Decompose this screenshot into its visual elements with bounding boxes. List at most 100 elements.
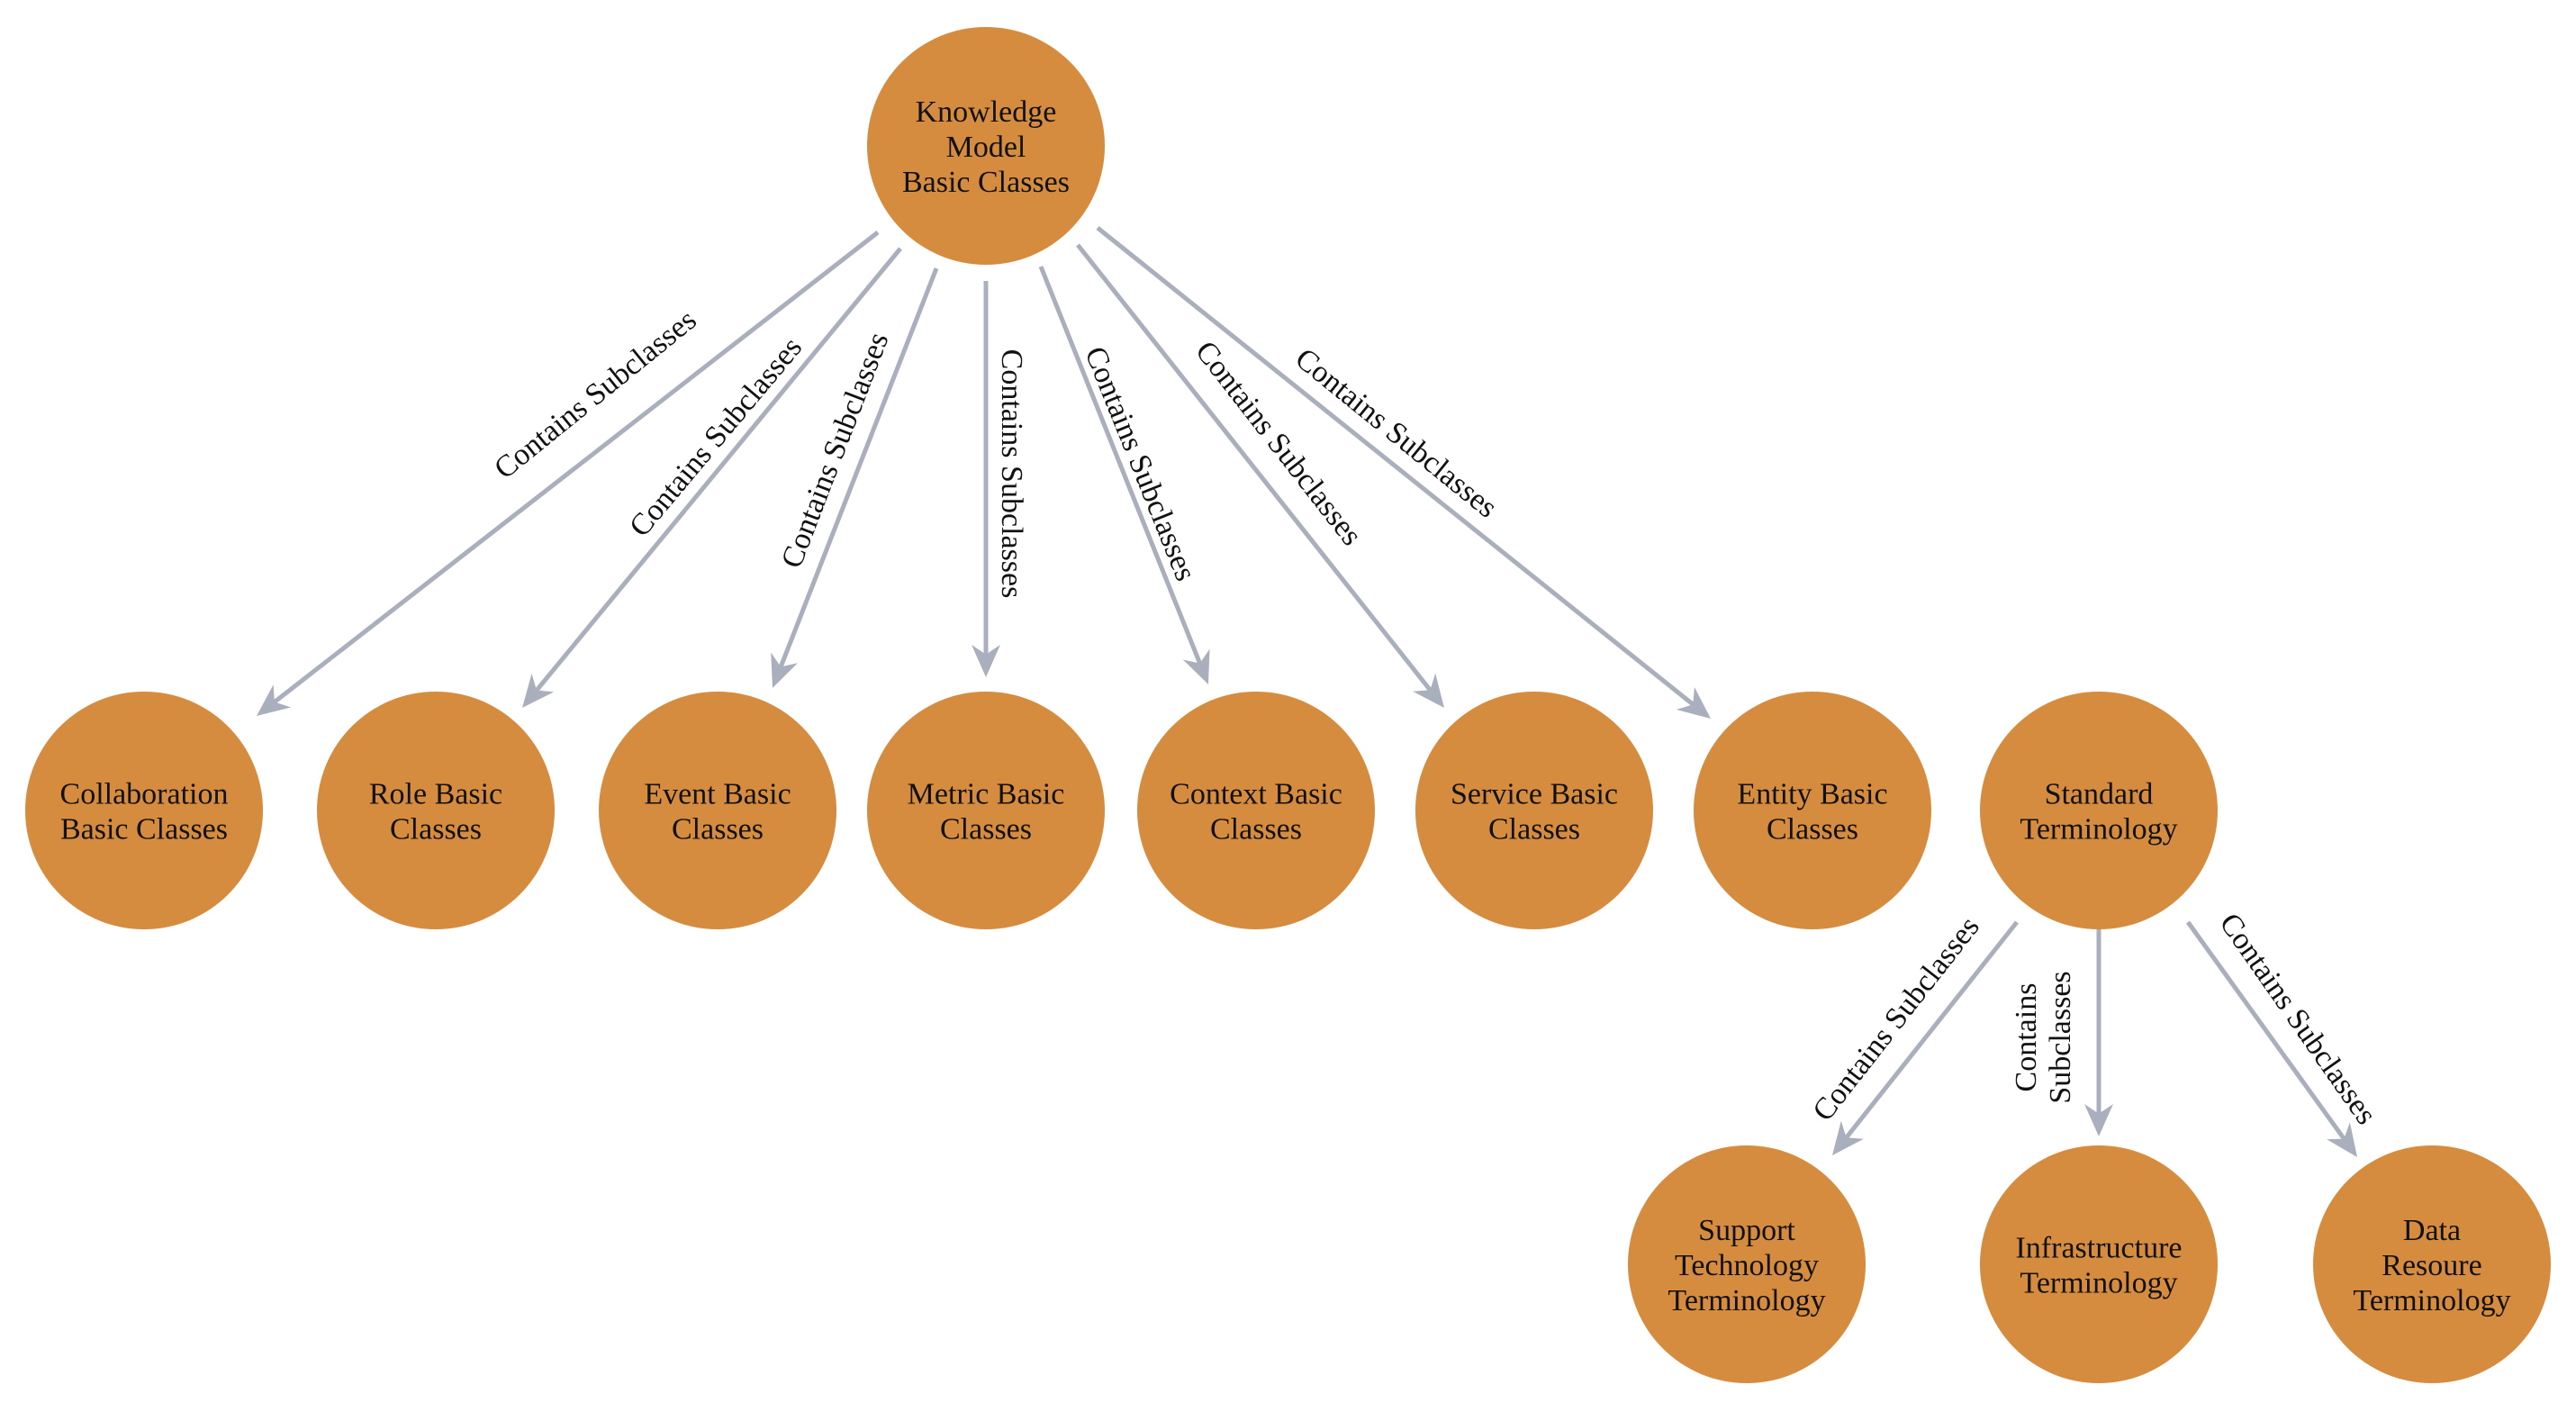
edge-knowledge-to-event: Contains Subclasses (771, 267, 939, 688)
node-label-line: Knowledge (916, 95, 1057, 129)
node-label-line: Basic Classes (902, 166, 1070, 199)
arrowhead-icon (1413, 673, 1444, 708)
node-label-line: Event Basic (644, 778, 791, 811)
edge-standard-to-support: Contains Subclasses (1806, 910, 2019, 1155)
edge-line (777, 267, 939, 671)
node-circle (1137, 692, 1375, 929)
node-label-line: Classes (940, 813, 1032, 846)
edge-line (1038, 266, 1204, 667)
arrowhead-icon (2084, 1104, 2113, 1136)
arrowhead-icon (522, 674, 555, 708)
arrowhead-icon (1832, 1120, 1864, 1155)
edge-line (270, 231, 880, 706)
edge-knowledge-to-role: Contains Subclasses (522, 247, 902, 708)
edge-label: ContainsSubclasses (2010, 971, 2077, 1103)
edge-knowledge-to-context: Contains Subclasses (1038, 266, 1210, 684)
node-circle (1980, 692, 2218, 929)
node-label-line: Support (1698, 1214, 1795, 1247)
edge-label: Contains Subclasses (995, 349, 1028, 599)
node-label-line: Standard (2045, 778, 2154, 811)
edge-line (1842, 920, 2019, 1142)
edge-line (1096, 226, 1697, 709)
node-circle (599, 692, 836, 929)
node-label-line: Service Basic (1451, 778, 1618, 811)
node-circle (317, 692, 555, 929)
node-label-line: Classes (1210, 813, 1302, 846)
edge-label-line: Contains Subclasses (2213, 908, 2383, 1131)
node-label-line: Data (2403, 1214, 2461, 1247)
arrowhead-icon (2327, 1122, 2357, 1157)
edge-knowledge-to-entity: Contains Subclasses (1096, 226, 1711, 719)
node-label-line: Metric Basic (908, 778, 1065, 811)
edge-line (1076, 243, 1434, 694)
node-label-line: Classes (672, 813, 764, 846)
node-circle (1628, 1145, 1866, 1383)
node-label-line: Infrastructure (2015, 1232, 2182, 1265)
node-label-line: Classes (1488, 813, 1580, 846)
node-circle (25, 692, 263, 929)
node-label-line: Model (946, 131, 1026, 164)
edge-knowledge-to-collaboration: Contains Subclasses (257, 231, 880, 716)
node-label-line: Terminology (2020, 1267, 2177, 1300)
node-circle (867, 27, 1105, 265)
node-label-line: Technology (1675, 1249, 1819, 1282)
edge-label-line: Subclasses (2044, 971, 2077, 1103)
node-circle (1415, 692, 1653, 929)
node-circle (1980, 1145, 2218, 1383)
node-circle (2313, 1145, 2551, 1383)
edge-line (532, 247, 902, 694)
edge-label-line: Contains (2010, 983, 2043, 1092)
node-label-line: Classes (390, 813, 482, 846)
edge-label: Contains Subclasses (2213, 908, 2383, 1131)
node-label-line: Entity Basic (1737, 778, 1887, 811)
node-label-line: Collaboration (60, 778, 229, 811)
node-label-line: Terminology (1668, 1284, 1825, 1317)
edge-line (2185, 920, 2348, 1143)
arrowhead-icon (1182, 648, 1210, 684)
node-label-line: Terminology (2353, 1284, 2510, 1317)
edge-knowledge-to-metric: Contains Subclasses (972, 281, 1028, 677)
arrowhead-icon (257, 684, 292, 716)
node-label-line: Role Basic (369, 778, 502, 811)
arrowhead-icon (1676, 687, 1711, 719)
node-label-line: Classes (1767, 813, 1858, 846)
node-circle (1694, 692, 1931, 929)
node-label-line: Terminology (2020, 813, 2177, 846)
node-label-line: Context Basic (1170, 778, 1342, 811)
node-circle (867, 692, 1105, 929)
node-label-line: Resoure (2382, 1249, 2481, 1282)
node-label-line: Basic Classes (60, 813, 228, 846)
edge-standard-to-infrastructure: ContainsSubclasses (2010, 929, 2113, 1136)
edge-label: Contains Subclasses (1806, 910, 1986, 1127)
arrowhead-icon (972, 645, 1000, 677)
edge-standard-to-data: Contains Subclasses (2185, 908, 2383, 1157)
edge-label-line: Contains Subclasses (995, 349, 1028, 599)
edge-label-line: Contains Subclasses (1806, 910, 1986, 1127)
